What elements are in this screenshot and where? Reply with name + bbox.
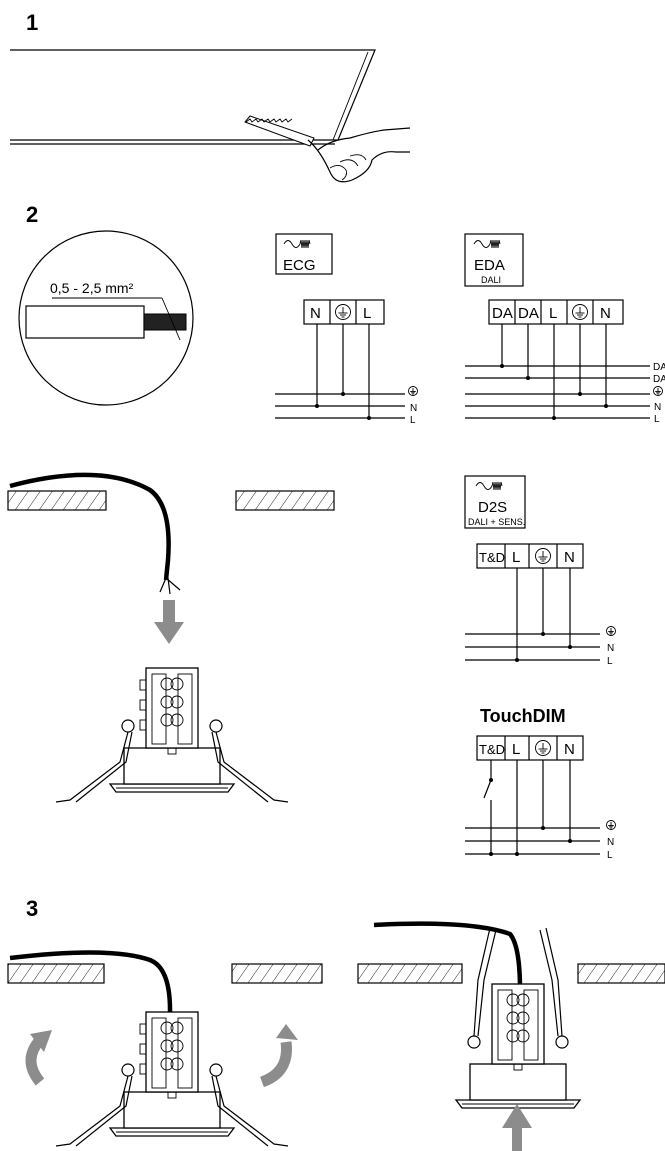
cable-stripping-detail [18, 230, 194, 406]
touchdim-terminal-td: T&D [479, 742, 505, 757]
d2s-wire-l: L [607, 656, 613, 667]
eda-wire-n: N [654, 402, 661, 413]
ceiling-panel-illustration [10, 49, 376, 145]
d2s-terminal-l: L [512, 549, 520, 566]
grey-arrow-icon [259, 1041, 292, 1088]
supply-cable [9, 950, 173, 1040]
supply-cable [373, 921, 523, 991]
ecg-terminal-l: L [363, 305, 371, 322]
eda-wire-da2: DA [653, 374, 665, 385]
touchdim-terminal-l: L [512, 741, 520, 758]
cable-cross-section-label: 0,5 - 2,5 mm² [50, 280, 134, 296]
eda-terminal-da1: DA [492, 305, 513, 322]
d2s-wire-n: N [607, 643, 614, 654]
ecg-type-label: ECG [283, 257, 316, 274]
d2s-terminal-td: T&D [479, 550, 505, 565]
ecg-wire-n: N [410, 403, 417, 414]
sine-wave-driver-icon [283, 239, 311, 249]
eda-sub-label: DALI [481, 275, 501, 285]
touchdim-wire-n: N [607, 837, 614, 848]
eda-terminal-da2: DA [518, 305, 539, 322]
step-1-number: 1 [26, 10, 38, 35]
push-button-switch-icon [483, 779, 492, 799]
touchdim-title: TouchDIM [480, 706, 566, 726]
eda-wiring-diagram [464, 233, 663, 420]
cable-end-strands [159, 577, 181, 595]
grey-arrow-icon [502, 1104, 532, 1151]
luminaire-module [55, 667, 289, 803]
supply-cable [9, 472, 171, 581]
ceiling-section-step3 [7, 963, 665, 984]
ecg-wire-l: L [410, 415, 416, 426]
ecg-wiring-diagram [275, 233, 418, 420]
luminaire-module [55, 1011, 289, 1147]
grey-arrow-icon [154, 600, 184, 644]
eda-terminal-n: N [600, 305, 611, 322]
ceiling-section-left [7, 490, 335, 511]
ecg-terminal-n: N [310, 305, 321, 322]
saw-in-hand-icon [244, 115, 411, 183]
touchdim-wiring-diagram [465, 735, 616, 856]
eda-wire-da1: DA [653, 362, 665, 373]
step-2-number: 2 [26, 202, 38, 227]
eda-wire-l: L [654, 414, 660, 425]
d2s-sub-label: DALI + SENS. [468, 517, 525, 527]
d2s-wiring-diagram [464, 475, 616, 662]
grey-arrow-icon [25, 1036, 45, 1086]
step-3-number: 3 [26, 896, 38, 921]
sine-wave-driver-icon [475, 481, 503, 491]
touchdim-terminal-n: N [564, 741, 575, 758]
d2s-terminal-n: N [564, 549, 575, 566]
touchdim-wire-l: L [607, 850, 613, 861]
eda-terminal-l: L [549, 305, 557, 322]
d2s-type-label: D2S [478, 499, 507, 516]
eda-type-label: EDA [474, 257, 505, 274]
sine-wave-driver-icon [473, 239, 501, 249]
